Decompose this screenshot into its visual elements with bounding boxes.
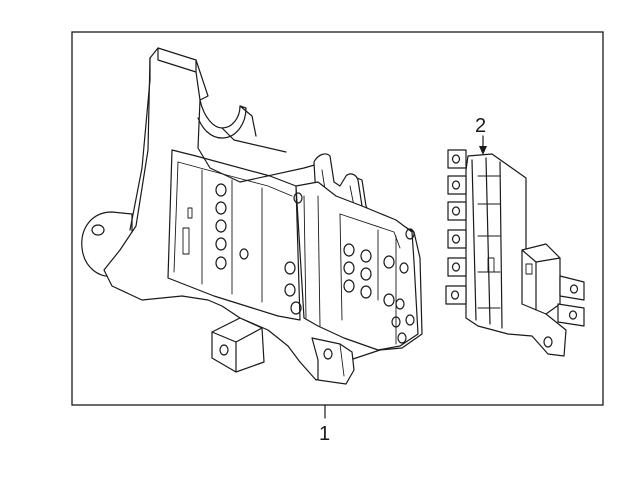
part-2-terminals-right	[543, 275, 585, 348]
callout-1: 1	[319, 404, 330, 445]
part-1-holes-left	[215, 183, 302, 315]
callout-2-arrowhead	[479, 146, 487, 155]
part-1-foot	[211, 317, 265, 373]
part-1-holes-right	[343, 243, 415, 344]
part-1-bracket	[81, 47, 423, 385]
callout-1-label: 1	[319, 423, 330, 445]
part-2-terminals-left	[445, 149, 467, 305]
callout-2-label: 2	[475, 115, 486, 137]
part-1-block	[295, 181, 419, 351]
diagram-frame	[71, 31, 604, 406]
callout-2: 2	[475, 115, 487, 155]
part-1-panel	[167, 149, 301, 321]
part-1-boss-hole	[91, 224, 105, 236]
part-2-connector	[445, 149, 585, 357]
